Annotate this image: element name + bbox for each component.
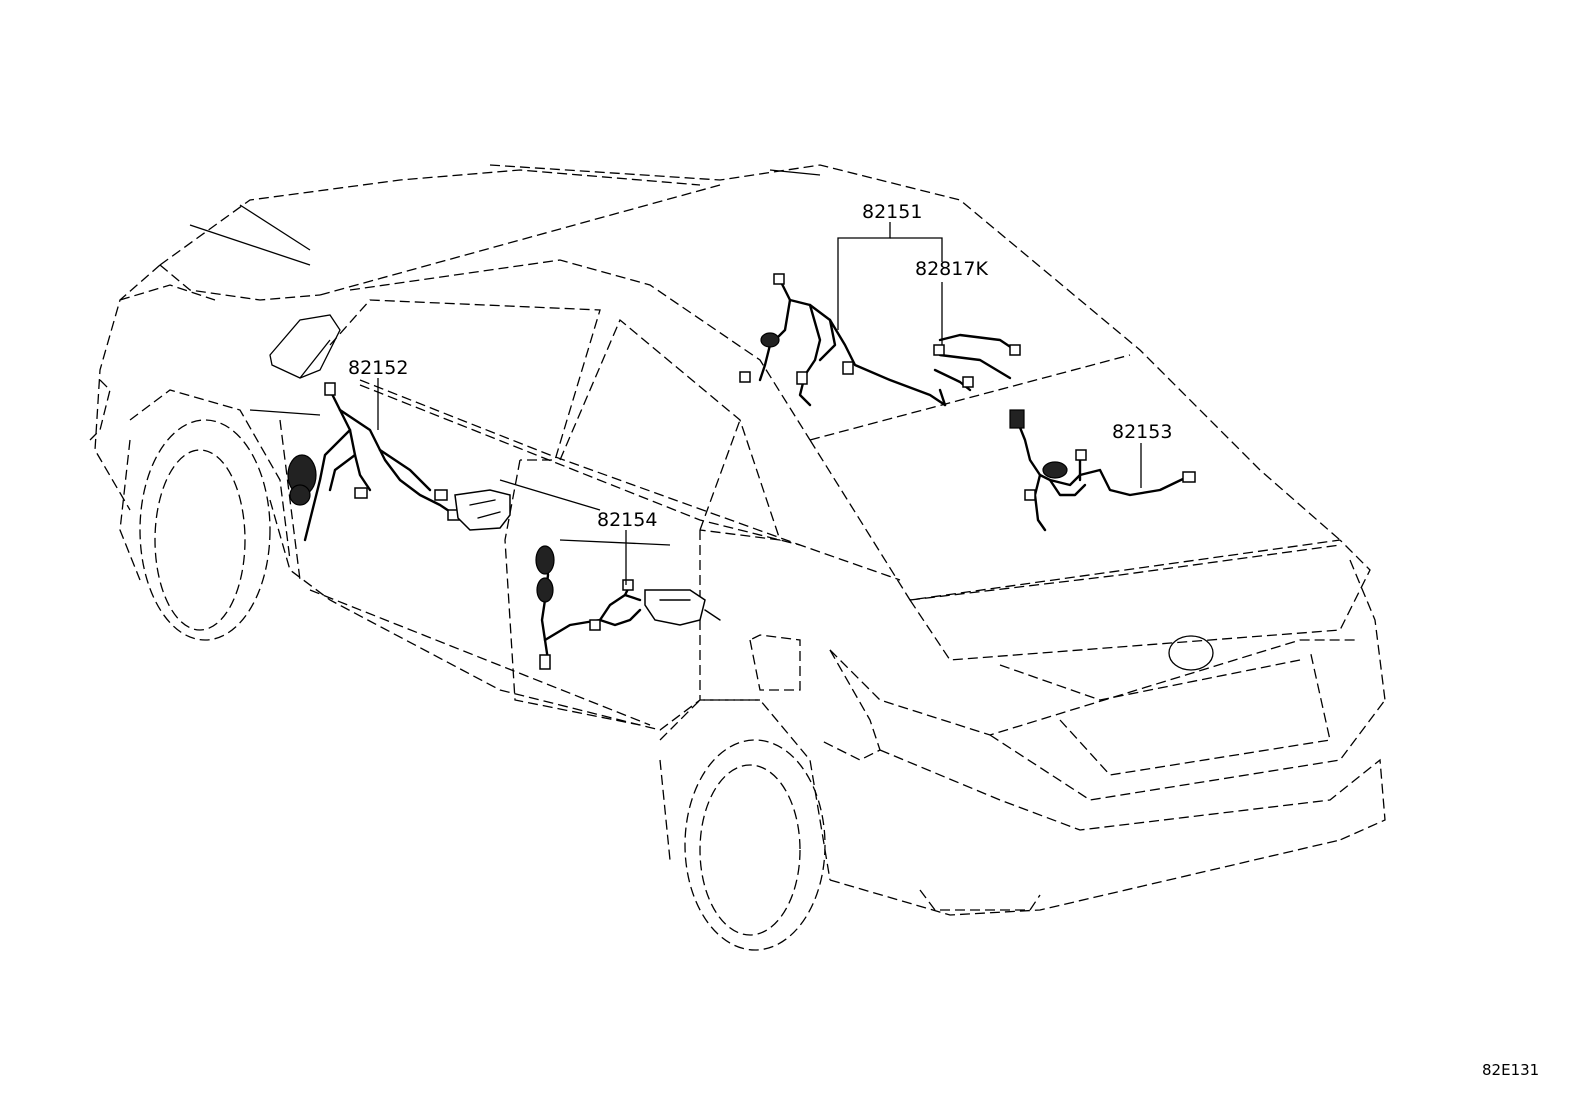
harness-82153[interactable] <box>1009 409 1196 532</box>
illustration-code: 82E131 <box>1482 1061 1539 1079</box>
part-label-82151: 82151 <box>862 201 922 223</box>
vehicle-outline <box>89 164 1386 951</box>
harness-82152[interactable] <box>287 382 511 542</box>
part-label-82153: 82153 <box>1112 421 1172 443</box>
part-label-82817K: 82817K <box>915 258 988 280</box>
harness-82817K[interactable] <box>933 333 1021 407</box>
harness-82151[interactable] <box>739 273 947 407</box>
leader-lines <box>377 222 1142 585</box>
harness-82154[interactable] <box>535 545 721 670</box>
part-label-82154: 82154 <box>597 509 657 531</box>
part-label-82152: 82152 <box>348 357 408 379</box>
